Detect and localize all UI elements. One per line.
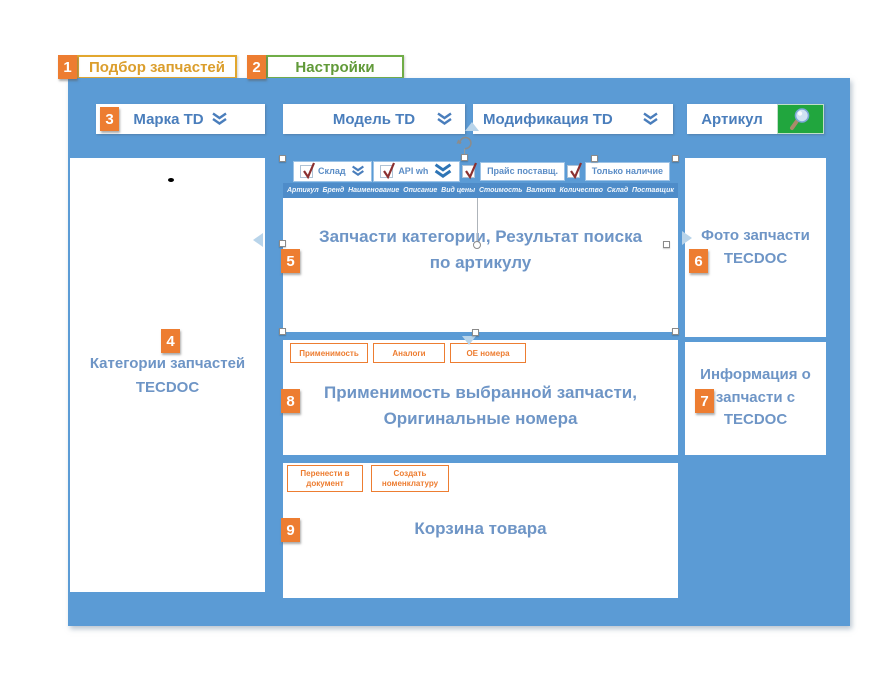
column-header: Вид цены xyxy=(441,187,476,194)
only-available-label: Только наличие xyxy=(591,166,663,176)
column-header: Наименование xyxy=(348,187,400,194)
chevron-down-icon xyxy=(211,112,227,125)
search-button[interactable] xyxy=(777,104,824,134)
selection-handle[interactable] xyxy=(472,329,479,336)
bullet-dot xyxy=(168,178,174,182)
badge-9: 9 xyxy=(281,518,300,542)
info-panel-title: Информация о запчасти с TECDOC xyxy=(700,366,811,428)
applicability-panel: Применимость Аналоги ОЕ номера Применимо… xyxy=(283,340,678,455)
api-wh-filter[interactable]: API wh xyxy=(373,160,461,182)
move-to-document-button[interactable]: Перенести в документ xyxy=(287,465,363,492)
selection-handle[interactable] xyxy=(461,154,468,161)
selection-handle[interactable] xyxy=(672,328,679,335)
modification-dropdown[interactable]: Модификация TD xyxy=(473,104,673,134)
magnifier-icon xyxy=(789,108,809,130)
warehouse-checkbox[interactable] xyxy=(300,162,316,179)
scroll-up-arrow xyxy=(465,122,479,131)
selection-handle[interactable] xyxy=(663,241,670,248)
create-nomenclature-button[interactable]: Создать номенклатуру xyxy=(371,465,449,492)
column-header: Склад xyxy=(606,187,629,194)
rotate-handle-icon[interactable] xyxy=(455,134,475,152)
applicability-panel-title: Применимость выбранной запчасти, Оригина… xyxy=(324,383,637,428)
selection-handle[interactable] xyxy=(279,240,286,247)
price-supplier-label-box: Прайс поставщ. xyxy=(480,161,565,181)
article-search-group: Артикул xyxy=(687,104,824,134)
price-supplier-filter[interactable]: Прайс поставщ. xyxy=(462,161,565,181)
warehouse-label: Склад xyxy=(318,166,346,176)
column-header: Количество xyxy=(559,187,603,194)
badge-8: 8 xyxy=(281,389,300,413)
photo-panel: Фото запчасти TECDOC xyxy=(685,158,826,337)
info-panel: Информация о запчасти с TECDOC xyxy=(685,342,826,455)
brand-dropdown[interactable]: Марка TD xyxy=(96,104,265,134)
only-available-label-box: Только наличие xyxy=(584,161,670,181)
tab-settings-label[interactable]: Настройки xyxy=(266,55,404,79)
tab-parts-selection[interactable]: 1 Подбор запчастей xyxy=(58,55,237,79)
column-header: Стоимость xyxy=(478,187,523,194)
selection-handle[interactable] xyxy=(279,155,286,162)
rotate-handle-stem xyxy=(464,149,465,158)
tab-settings[interactable]: 2 Настройки xyxy=(247,55,404,79)
tab-analogs[interactable]: Аналоги xyxy=(373,343,445,363)
article-input[interactable]: Артикул xyxy=(701,110,763,128)
badge-3: 3 xyxy=(100,107,119,131)
options-row: Склад API wh Прайс поставщ. xyxy=(283,159,678,183)
column-header: Артикул xyxy=(287,187,319,194)
chevron-down-icon xyxy=(643,112,658,125)
cart-panel-title: Корзина товара xyxy=(414,519,547,538)
results-panel-title: Запчасти категории, Результат поиска по … xyxy=(318,227,643,272)
cart-panel: Перенести в документ Создать номенклатур… xyxy=(283,463,678,598)
scroll-down-arrow xyxy=(462,336,476,345)
badge-7: 7 xyxy=(695,389,714,413)
badge-1: 1 xyxy=(58,55,77,79)
badge-6: 6 xyxy=(689,249,708,273)
only-available-filter[interactable]: Только наличие xyxy=(566,161,670,181)
price-supplier-checkbox[interactable] xyxy=(462,162,478,179)
selection-handle[interactable] xyxy=(279,328,286,335)
badge-5: 5 xyxy=(281,249,300,273)
tab-parts-selection-label[interactable]: Подбор запчастей xyxy=(77,55,237,79)
brand-dropdown-label: Марка TD xyxy=(133,110,204,128)
chevron-down-icon xyxy=(435,163,452,178)
api-wh-checkbox[interactable] xyxy=(380,162,396,179)
results-table-header: Артикул Бренд Наименование Описание Вид … xyxy=(283,183,678,198)
tab-applicability[interactable]: Применимость xyxy=(290,343,368,363)
modification-dropdown-label: Модификация TD xyxy=(483,110,613,128)
scroll-left-arrow xyxy=(253,233,263,247)
selection-handle[interactable] xyxy=(591,155,598,162)
column-header: Валюта xyxy=(526,187,556,194)
column-header: Поставщик xyxy=(632,187,674,194)
guide-circle-handle[interactable] xyxy=(473,241,481,249)
api-wh-label: API wh xyxy=(398,166,429,176)
column-header: Описание xyxy=(403,187,438,194)
chevron-down-icon xyxy=(437,112,452,125)
tab-oe-numbers[interactable]: ОЕ номера xyxy=(450,343,526,363)
categories-panel: Категории запчастей TECDOC xyxy=(70,158,265,592)
warehouse-filter[interactable]: Склад xyxy=(293,160,372,182)
price-supplier-label: Прайс поставщ. xyxy=(487,166,558,176)
results-panel: Запчасти категории, Результат поиска по … xyxy=(283,198,678,332)
model-dropdown[interactable]: Модель TD xyxy=(283,104,465,134)
badge-2: 2 xyxy=(247,55,266,79)
guide-line xyxy=(477,198,478,242)
chevron-down-icon xyxy=(351,165,364,177)
only-available-checkbox[interactable] xyxy=(566,162,582,179)
badge-4: 4 xyxy=(161,329,180,353)
photo-panel-title: Фото запчасти TECDOC xyxy=(701,227,810,268)
column-header: Бренд xyxy=(322,187,345,194)
model-dropdown-label: Модель TD xyxy=(332,110,416,128)
scroll-right-arrow xyxy=(682,231,692,245)
selection-handle[interactable] xyxy=(672,155,679,162)
categories-panel-title: Категории запчастей TECDOC xyxy=(89,355,246,396)
